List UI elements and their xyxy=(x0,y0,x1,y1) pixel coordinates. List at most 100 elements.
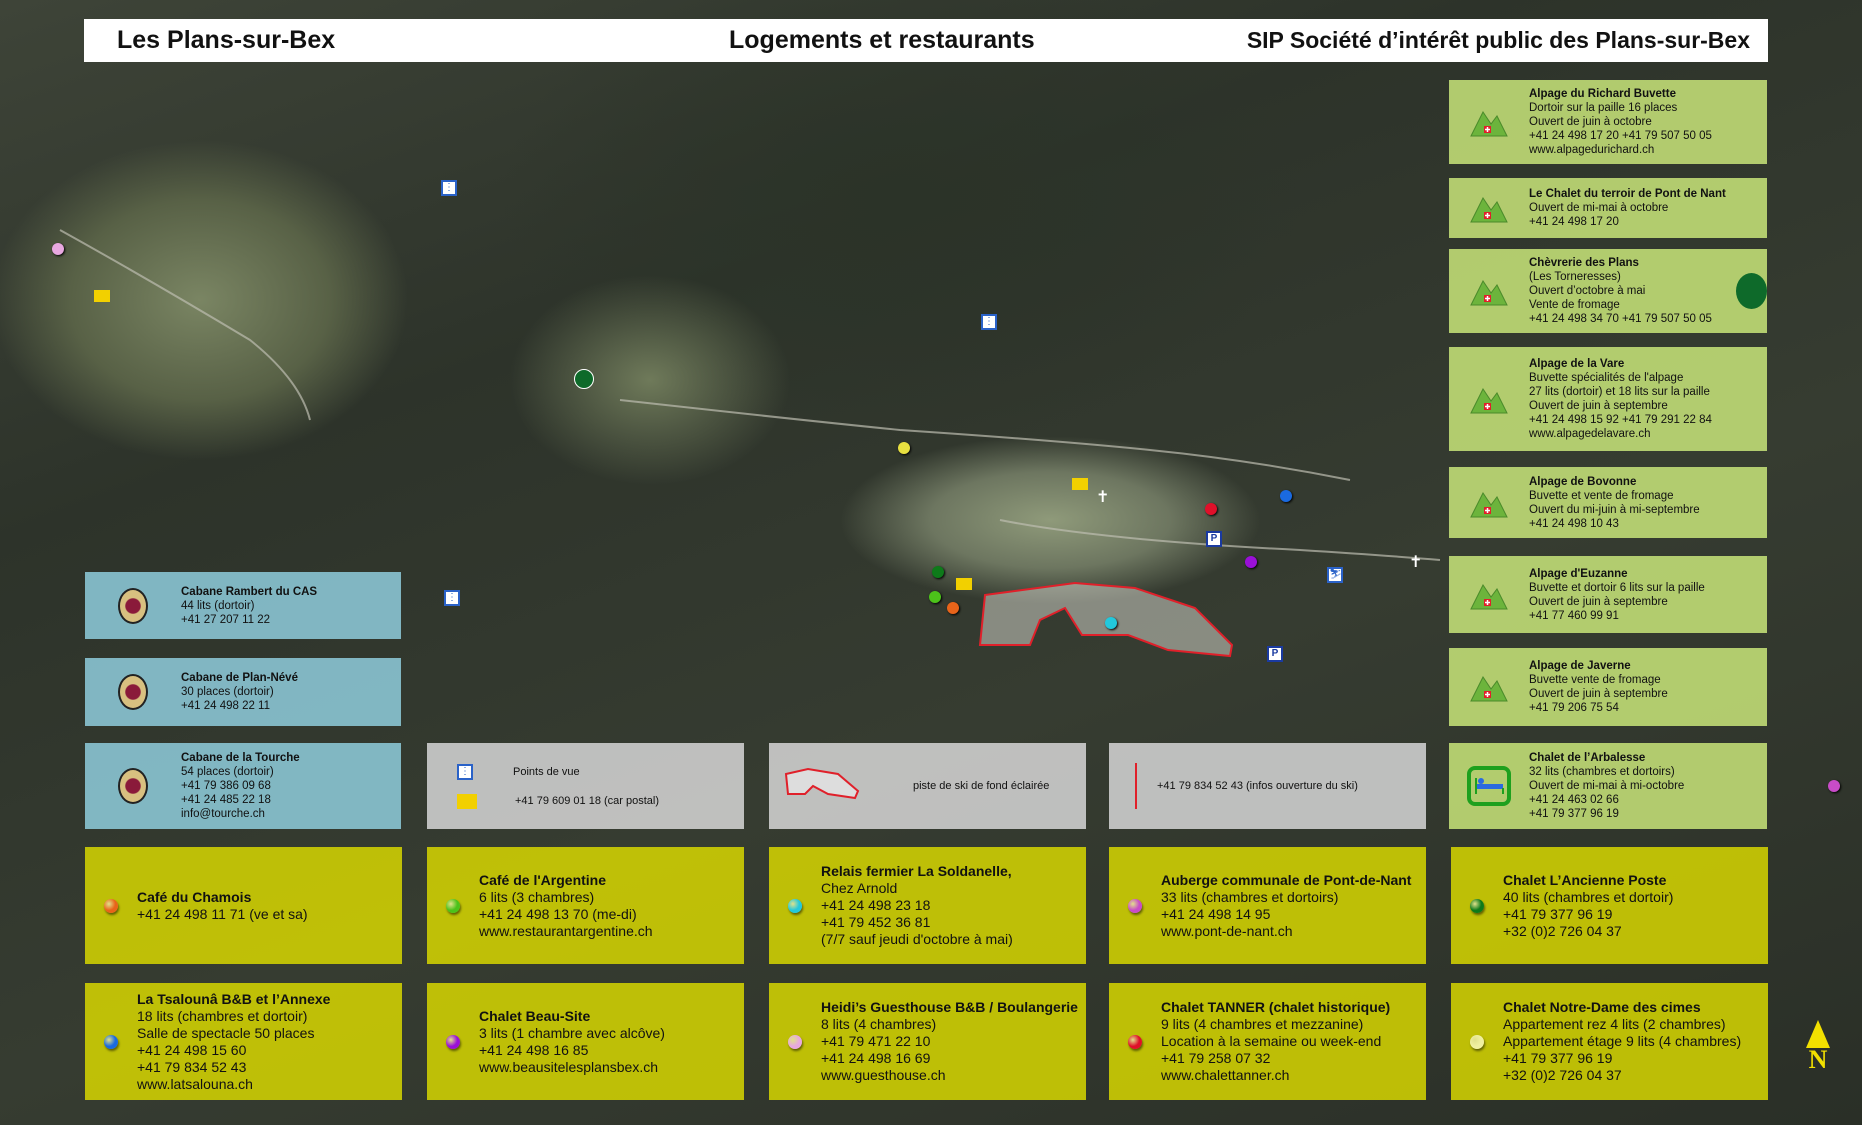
card-line: Buvette et dortoir 6 lits sur la paille xyxy=(1529,581,1705,594)
card-title: Auberge communale de Pont-de-Nant xyxy=(1161,871,1412,888)
card-title: Café du Chamois xyxy=(137,888,252,905)
alpage-icon xyxy=(1470,676,1508,702)
card-line: +41 24 498 11 71 (ve et sa) xyxy=(137,905,308,922)
card-line: Appartement rez 4 lits (2 chambres) xyxy=(1503,1016,1726,1032)
village-name: Les Plans-sur-Bex xyxy=(117,26,336,54)
card-line: 54 places (dortoir) xyxy=(181,766,274,778)
publisher-name: SIP Société d’intérêt public des Plans-s… xyxy=(1246,27,1750,53)
location-marker-icon xyxy=(446,898,460,913)
marker-ancienne-poste[interactable] xyxy=(932,566,944,578)
compass-label: N xyxy=(1808,1045,1828,1074)
marker-pont-de-nant[interactable] xyxy=(1828,780,1840,792)
card-title: Chalet Beau-Site xyxy=(479,1007,591,1024)
card-line: +41 24 485 22 18 xyxy=(181,794,271,806)
viewpoint-icon: ⋮ xyxy=(457,763,473,780)
card-line: Ouvert du mi-juin à mi-septembre xyxy=(1529,503,1700,516)
card-line: +41 24 498 22 11 xyxy=(181,700,270,712)
card-line: Location à la semaine ou week-end xyxy=(1161,1033,1382,1049)
card-title: Chalet de l’Arbalesse xyxy=(1529,752,1646,764)
location-marker-icon xyxy=(1128,898,1142,913)
card-line: 3 lits (1 chambre avec alcôve) xyxy=(479,1024,665,1041)
card-line: Vente de fromage xyxy=(1529,299,1620,311)
card-line: Dortoir sur la paille 16 places xyxy=(1529,102,1678,114)
card-title: Cabane Rambert du CAS xyxy=(181,585,318,598)
marker-heidi[interactable] xyxy=(52,243,64,255)
restaurant-card[interactable]: Chalet TANNER (chalet historique)9 lits … xyxy=(1109,983,1426,1100)
card-line: www.guesthouse.ch xyxy=(821,1067,946,1083)
cas-badge-icon xyxy=(118,587,148,624)
card-line: +41 24 498 17 20 +41 79 507 50 05 xyxy=(1529,130,1712,142)
card-title: Alpage de Bovonne xyxy=(1529,475,1637,488)
marker-tanner[interactable] xyxy=(1205,503,1217,515)
legend-ski-trail: piste de ski de fond éclairée xyxy=(769,743,1086,829)
card-line: +41 79 834 52 43 xyxy=(137,1058,247,1075)
card-title: Cabane de la Tourche xyxy=(181,752,300,764)
north-arrow-icon xyxy=(1806,1020,1830,1048)
card-line: +41 77 460 99 91 xyxy=(1529,609,1619,622)
viewpoint-icon[interactable]: ⋮ xyxy=(981,314,997,330)
card-line: Buvette spécialités de l'alpage xyxy=(1529,372,1684,384)
card-line: www.alpagedurichard.ch xyxy=(1529,144,1655,156)
card-title: Chalet L’Ancienne Poste xyxy=(1503,871,1667,888)
card-line: 18 lits (chambres et dortoir) xyxy=(137,1007,308,1024)
alpage-card[interactable]: Chèvrerie des Plans(Les Torneresses)Ouve… xyxy=(1449,249,1767,333)
card-line: info@tourche.ch xyxy=(181,808,265,820)
parking-icon: P xyxy=(1206,531,1222,547)
ski-trail-icon xyxy=(784,767,860,800)
card-title: Alpage du Richard Buvette xyxy=(1529,88,1676,100)
card-line: www.latsalouna.ch xyxy=(137,1075,253,1092)
card-line: +41 24 498 34 70 +41 79 507 50 05 xyxy=(1529,313,1712,325)
card-line: +41 79 206 75 54 xyxy=(1529,702,1619,714)
marker-tsalouna[interactable] xyxy=(1280,490,1292,502)
restaurant-card[interactable]: Café du Chamois+41 24 498 11 71 (ve et s… xyxy=(85,847,402,964)
marker-beau-site[interactable] xyxy=(1245,556,1257,568)
marker-notre-dame[interactable] xyxy=(898,442,910,454)
card-line: Ouvert de mi-mai à octobre xyxy=(1529,202,1669,214)
card-line: (7/7 sauf jeudi d'octobre à mai) xyxy=(821,931,1013,947)
card-line: Ouvert de juin à septembre xyxy=(1529,595,1668,608)
legend-ski-lift-label: +41 79 834 52 43 (infos ouverture du ski… xyxy=(1157,780,1358,792)
parking-icon: P xyxy=(1267,646,1283,662)
alpage-icon xyxy=(1470,111,1508,137)
marker-soldanelle[interactable] xyxy=(1105,617,1117,629)
cas-badge-icon xyxy=(118,674,148,710)
card-line: Buvette et vente de fromage xyxy=(1529,489,1674,502)
ski-lift-icon xyxy=(1135,763,1137,809)
card-line: 6 lits (3 chambres) xyxy=(479,888,595,905)
card-title: Relais fermier La Soldanelle, xyxy=(821,863,1012,879)
card-line: +41 24 498 15 92 +41 79 291 22 84 xyxy=(1529,414,1712,426)
cabane-card[interactable]: Cabane de la Tourche 54 places (dortoir) +… xyxy=(85,743,401,829)
viewpoint-icon[interactable]: ⋮ xyxy=(444,590,460,606)
postal-icon xyxy=(94,290,110,302)
marker-chamois[interactable] xyxy=(947,602,959,614)
ski-lift-icon[interactable]: ⛷ xyxy=(1327,567,1343,583)
card-line: +41 24 498 10 43 xyxy=(1529,517,1619,530)
card-line: +32 (0)2 726 04 37 xyxy=(1503,922,1622,939)
card-title: Chèvrerie des Plans xyxy=(1529,257,1639,269)
marker-argentine[interactable] xyxy=(929,591,941,603)
card-line: Chez Arnold xyxy=(821,880,898,896)
card-line: Ouvert de mi-mai à mi-octobre xyxy=(1529,780,1685,792)
alpage-icon xyxy=(1470,197,1508,223)
card-title: Chalet Notre-Dame des cimes xyxy=(1503,999,1701,1015)
restaurant-card[interactable]: Relais fermier La Soldanelle,Chez Arnold… xyxy=(769,847,1086,964)
viewpoint-icon[interactable]: ⋮ xyxy=(441,180,457,196)
church-icon: ✝ xyxy=(1096,489,1110,506)
